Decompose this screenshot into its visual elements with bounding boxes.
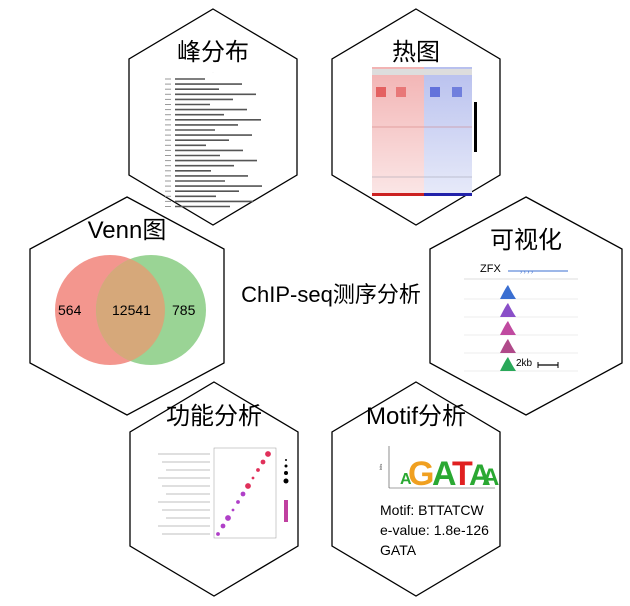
hexagon-title: Venn图: [87, 217, 167, 244]
track-peak: [500, 285, 516, 299]
genome-browser-thumbnail: › › › ›: [464, 270, 578, 372]
logo-letter: A: [400, 471, 412, 488]
venn-right-count: 785: [172, 302, 196, 318]
hexagon-frame: › › › ›: [429, 196, 623, 416]
logo-letter: A: [432, 455, 457, 493]
pathway-dot: [220, 523, 226, 529]
hexagon-title: 峰分布: [177, 39, 249, 66]
scale-label: 2kb: [516, 358, 533, 369]
svg-text:·: ·: [213, 70, 214, 74]
track-peak: [500, 339, 516, 353]
motif-consensus: Motif: BTTATCW: [380, 502, 484, 518]
hexagon-frame: ·: [128, 8, 298, 226]
motif-info: Motif: BTTATCW e-value: 1.8e-126 GATA: [380, 500, 489, 560]
logo-letter: G: [408, 455, 434, 493]
svg-text:› › › ›: › › › ›: [520, 270, 533, 276]
venn-overlap: [96, 259, 165, 361]
hexagon-title: 功能分析: [166, 403, 262, 430]
hexagon-functional-analysis: 功能分析: [128, 380, 300, 598]
peak-distribution-thumbnail: ·: [165, 70, 262, 208]
hexagon-frame: [129, 381, 299, 597]
hexagon-peak-distribution: · 峰分布: [127, 7, 299, 227]
pathway-dot: [240, 491, 246, 497]
hexagon-venn: Venn图 564 12541 785: [28, 195, 226, 417]
hexagon-frame: A G A T A A bits: [331, 381, 501, 597]
pathway-dot: [236, 500, 240, 504]
hexagon-title: 热图: [392, 39, 440, 66]
pathway-dot: [245, 483, 251, 489]
pathway-dot: [216, 532, 220, 536]
motif-evalue: e-value: 1.8e-126: [380, 522, 489, 538]
pathway-dotplot-thumbnail: [158, 447, 289, 539]
hexagon-frame: [29, 196, 225, 416]
pathway-dot: [225, 515, 231, 521]
hexagon-title: 可视化: [490, 227, 562, 254]
track-peak: [500, 357, 516, 371]
logo-letter: T: [452, 455, 473, 493]
venn-left-count: 564: [58, 302, 82, 318]
track-peak: [500, 321, 516, 335]
hexagon-frame: [331, 8, 501, 226]
hexagon-heatmap: 热图: [330, 7, 502, 227]
hexagon-motif-analysis: A G A T A A bits Motif分析 Motif: BTTATCW …: [330, 380, 502, 598]
motif-factor: GATA: [380, 542, 417, 558]
heatmap-thumbnail: [372, 67, 477, 196]
track-peak: [500, 303, 516, 317]
logo-letter: A: [469, 459, 491, 492]
pathway-dot: [256, 468, 260, 472]
gene-label: ZFX: [480, 263, 501, 275]
pathway-dot: [251, 476, 255, 480]
pathway-dot: [231, 508, 235, 512]
hexagon-title: Motif分析: [365, 403, 466, 430]
venn-overlap-count: 12541: [112, 302, 151, 318]
svg-text:bits: bits: [378, 464, 383, 470]
dotplot-legend: [283, 459, 289, 522]
pathway-dot: [265, 451, 271, 457]
sequence-logo: A G A T A A bits: [378, 446, 499, 493]
hexagon-visualization: › › › › 可视化 ZFX 2kb: [428, 195, 624, 417]
pathway-dot: [260, 459, 266, 465]
logo-letter: A: [482, 464, 499, 491]
venn-diagram: [55, 255, 206, 365]
center-title: ChIP-seq测序分析: [241, 282, 421, 307]
